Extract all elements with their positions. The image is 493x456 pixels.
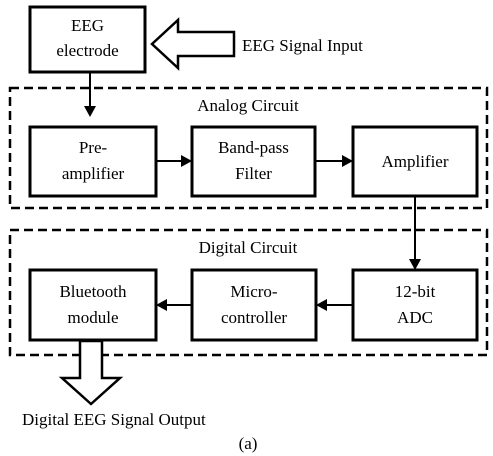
arrow-bandpass-to-amplifier: [315, 155, 353, 167]
input-label: EEG Signal Input: [242, 36, 363, 55]
block-pre-amplifier-line1: Pre-: [79, 138, 108, 157]
block-micro-controller: Micro- controller: [190, 268, 318, 342]
group-analog-circuit-label: Analog Circuit: [197, 96, 299, 115]
group-digital-circuit-label: Digital Circuit: [199, 238, 298, 257]
block-micro-controller-line1: Micro-: [230, 282, 278, 301]
block-eeg-electrode: EEG electrode: [28, 5, 147, 74]
arrow-electrode-to-preamp: [84, 72, 96, 117]
block-band-pass-filter-line1: Band-pass: [218, 138, 289, 157]
arrow-microcontroller-to-bluetooth: [156, 299, 192, 311]
arrow-adc-to-microcontroller: [316, 299, 353, 311]
block-bluetooth-module-line1: Bluetooth: [59, 282, 127, 301]
block-pre-amplifier: Pre- amplifier: [28, 125, 158, 198]
block-pre-amplifier-line2: amplifier: [62, 164, 125, 183]
output-hollow-arrow: [58, 339, 124, 406]
block-12bit-adc-line1: 12-bit: [395, 282, 436, 301]
block-eeg-electrode-line1: EEG: [71, 16, 104, 35]
block-band-pass-filter: Band-pass Filter: [190, 125, 317, 198]
block-amplifier-line1: Amplifier: [381, 152, 448, 171]
block-12bit-adc: 12-bit ADC: [351, 268, 479, 342]
block-micro-controller-line2: controller: [221, 308, 287, 327]
output-label: Digital EEG Signal Output: [22, 410, 206, 429]
input-hollow-arrow: [150, 17, 236, 71]
block-bluetooth-module-line2: module: [68, 308, 119, 327]
block-amplifier: Amplifier: [351, 125, 479, 198]
figure-caption: (a): [239, 434, 258, 453]
arrow-preamp-to-bandpass: [156, 155, 192, 167]
arrow-amplifier-to-adc: [409, 196, 421, 270]
group-digital-circuit: Digital Circuit: [8, 228, 489, 357]
block-eeg-electrode-line2: electrode: [56, 41, 118, 60]
block-bluetooth-module: Bluetooth module: [28, 268, 158, 342]
group-analog-circuit: Analog Circuit: [8, 86, 489, 210]
block-band-pass-filter-line2: Filter: [235, 164, 272, 183]
block-12bit-adc-line2: ADC: [397, 308, 433, 327]
